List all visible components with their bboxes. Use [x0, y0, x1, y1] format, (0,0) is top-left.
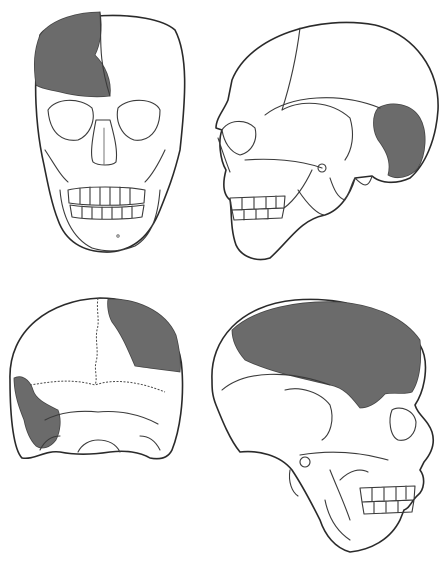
skull-posterior-view	[10, 298, 183, 459]
skull-anterior-view	[34, 12, 184, 252]
skull-lateral-view-right	[216, 22, 438, 259]
skull-lateral-view-left	[212, 299, 433, 552]
